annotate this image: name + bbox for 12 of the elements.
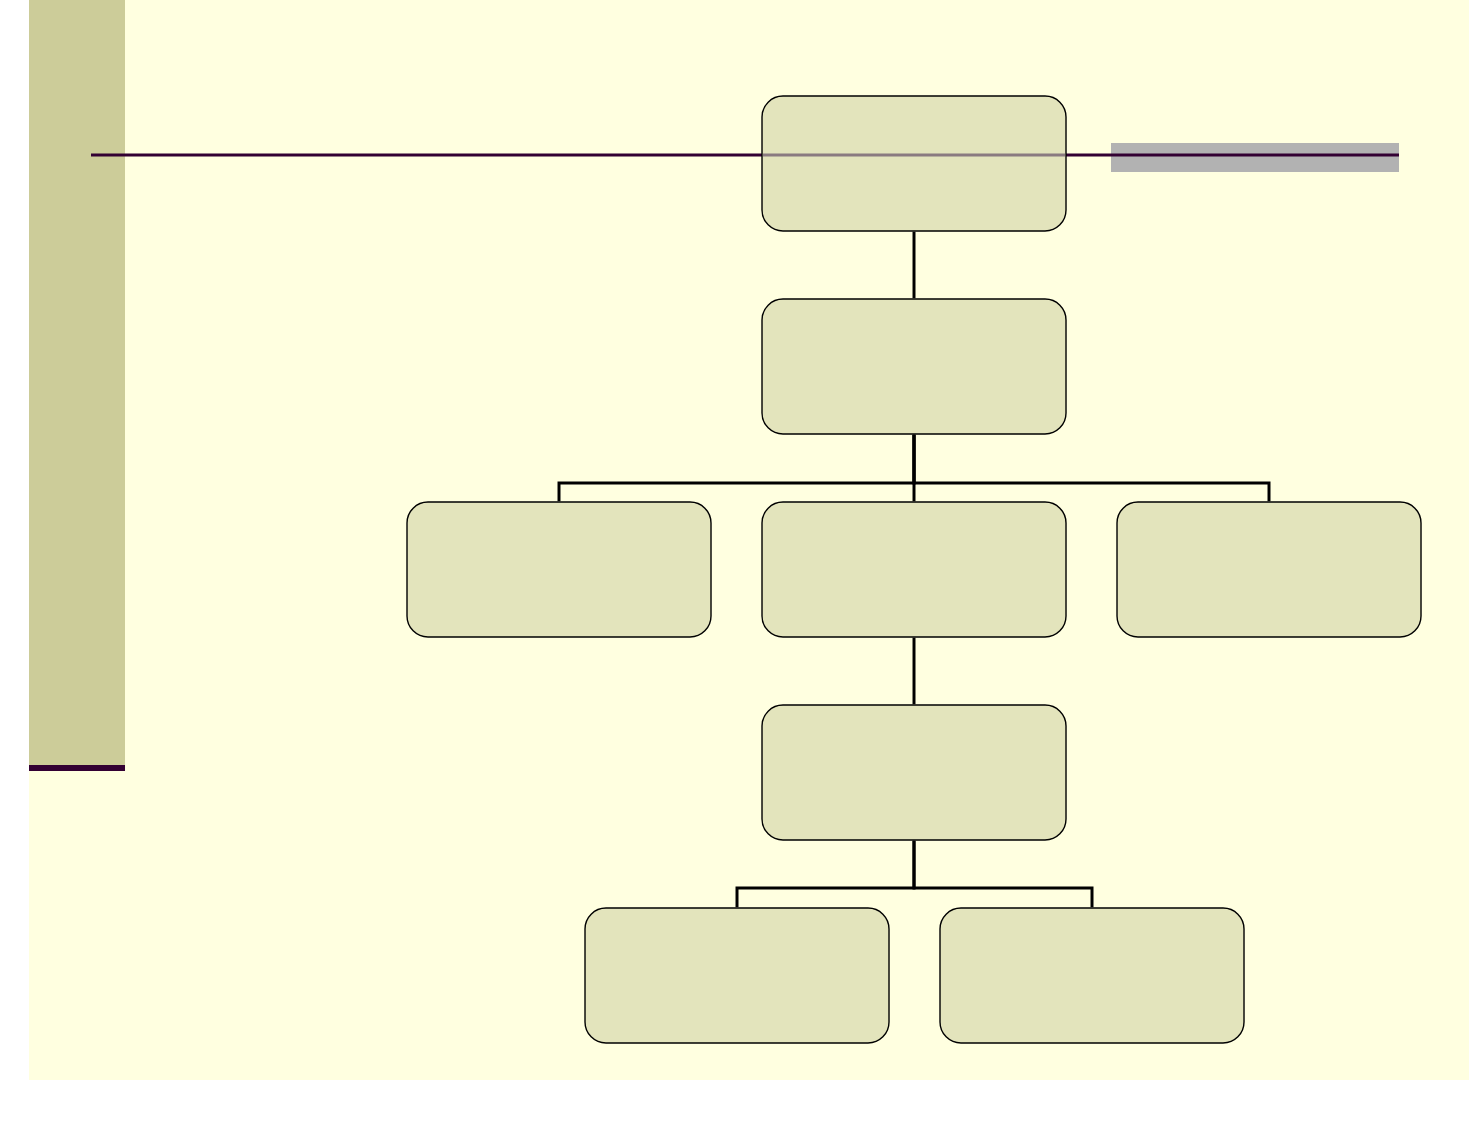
connector-line xyxy=(912,434,1271,502)
org-box xyxy=(584,907,890,1044)
org-box xyxy=(761,704,1067,841)
connector-line xyxy=(912,840,1094,908)
org-box xyxy=(406,501,712,638)
org-box xyxy=(1116,501,1422,638)
connector-line xyxy=(912,637,916,705)
org-box xyxy=(761,298,1067,435)
org-box xyxy=(939,907,1245,1044)
org-box xyxy=(761,95,1067,232)
connector-line xyxy=(912,231,916,299)
org-box xyxy=(761,501,1067,638)
